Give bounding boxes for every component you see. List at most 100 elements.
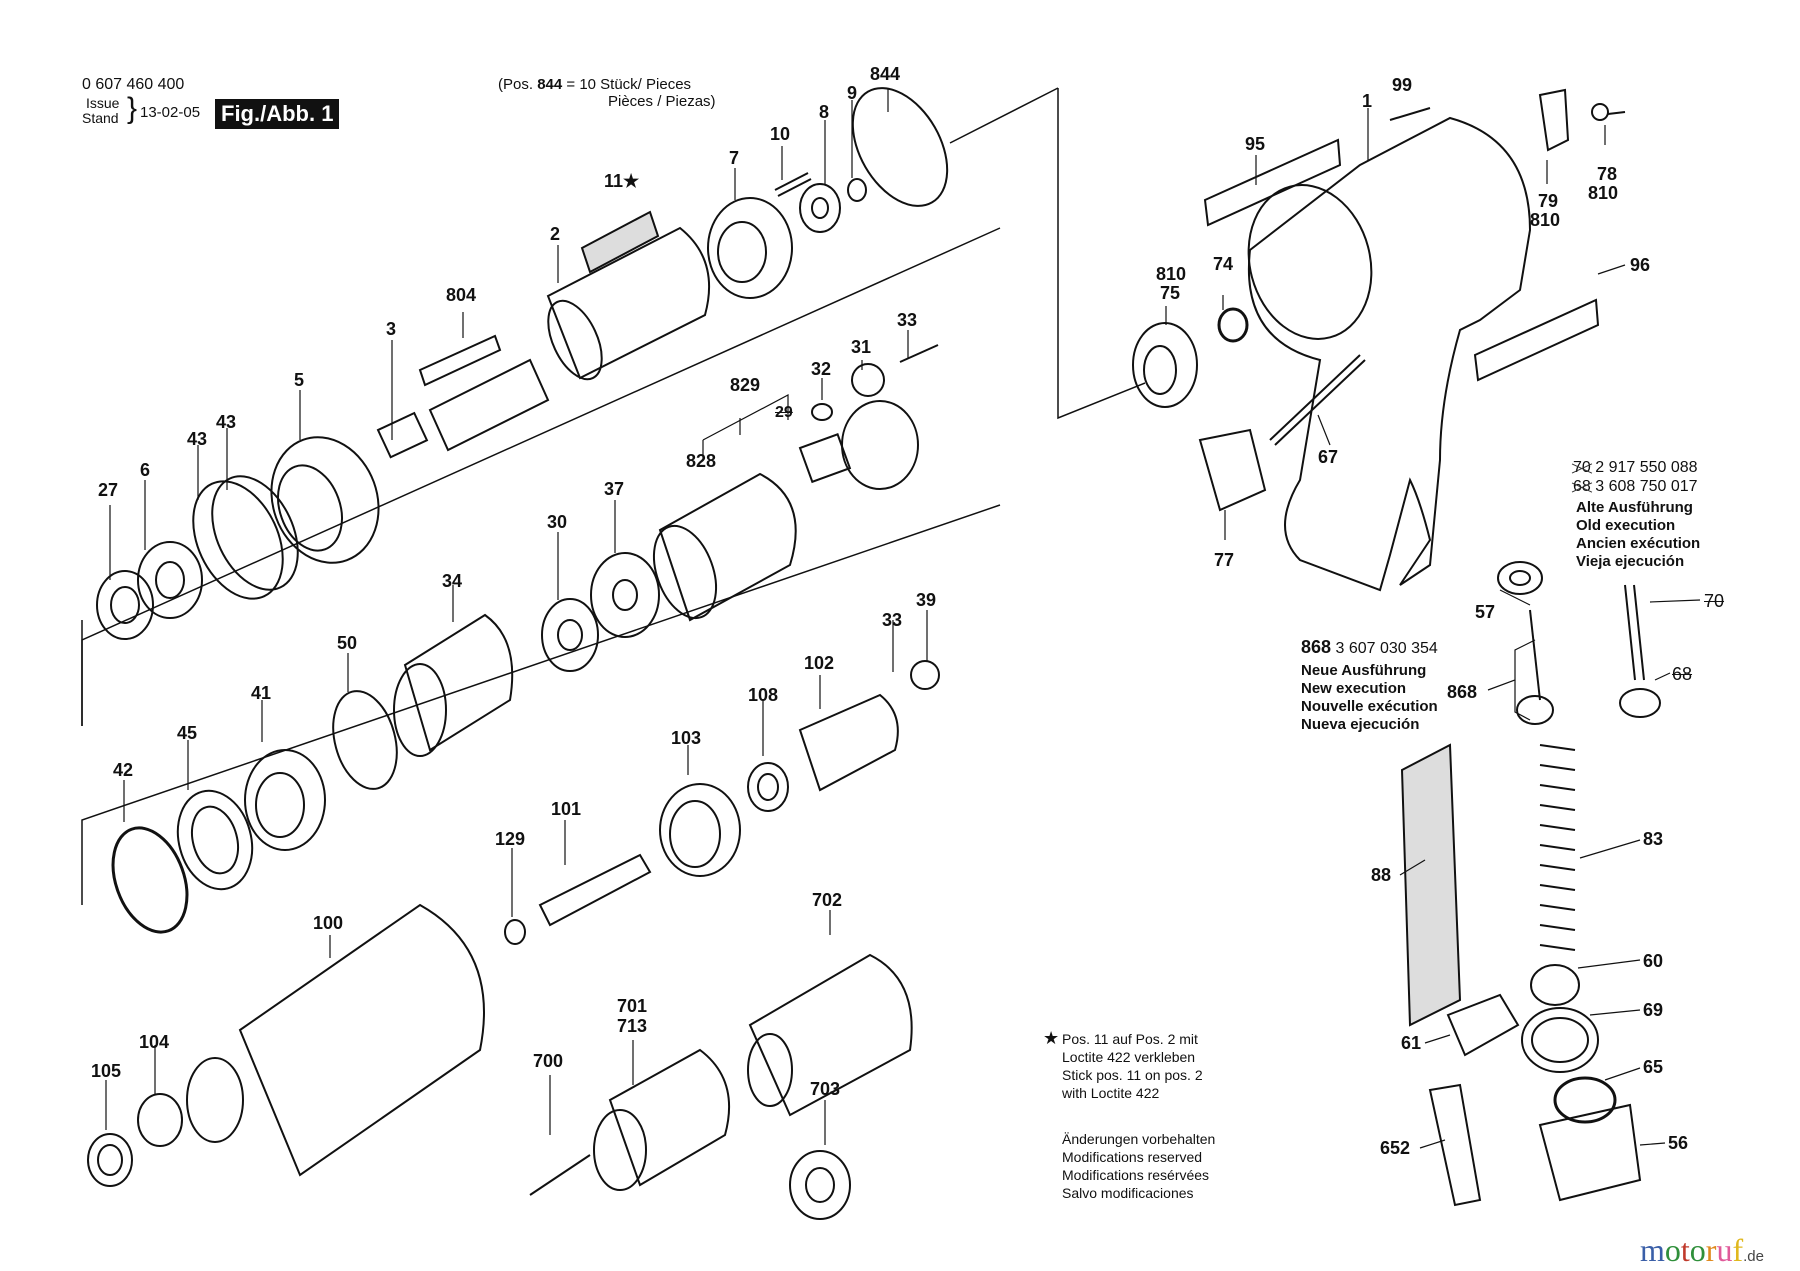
part-61-silencer <box>1446 993 1520 1057</box>
new-execution-text-fr: Nouvelle exécution <box>1301 698 1438 715</box>
new-execution-line1: 868 3 607 030 354 <box>1301 638 1438 657</box>
part-27-washer <box>96 570 154 640</box>
part-label: 75 <box>1160 283 1181 303</box>
part-104-bushing <box>137 1093 183 1147</box>
part-label: 11★ <box>604 171 640 191</box>
watermark-letter: o <box>1664 1232 1681 1268</box>
part-label: 33 <box>897 310 918 330</box>
part-77-trigger <box>1198 428 1267 512</box>
part-number: 0 607 460 400 <box>82 76 185 93</box>
part-60-strainer <box>1530 964 1580 1006</box>
modifications-note-line: Modifications resérvées <box>1062 1167 1210 1183</box>
part-label: 41 <box>251 683 272 703</box>
part-label: 33 <box>882 610 903 630</box>
part-50-ring <box>332 690 398 790</box>
part-33-pin <box>899 344 939 363</box>
part-label: 43 <box>187 429 208 449</box>
part-label: 3 <box>386 319 397 339</box>
part-828-ring-gear <box>652 472 797 622</box>
part-label: 10 <box>770 124 791 144</box>
stand-label: Stand <box>82 110 119 126</box>
part-label: 701 <box>617 996 648 1016</box>
part-label: 5 <box>294 370 305 390</box>
part-label: 61 <box>1401 1033 1422 1053</box>
part-88-filter <box>1400 743 1462 1027</box>
part-102-clutch <box>798 693 899 792</box>
part-label: 88 <box>1371 865 1392 885</box>
part-70-pin <box>1624 584 1645 681</box>
part-56-fitting <box>1538 1103 1642 1202</box>
part-label: 102 <box>804 653 835 673</box>
part-label: 810 <box>1156 264 1187 284</box>
part-68-valve <box>1619 688 1661 718</box>
pos-note-prefix: (Pos. <box>498 76 538 93</box>
old-execution-line2: 68 3 608 750 017 <box>1573 478 1698 495</box>
watermark-letter: o <box>1689 1232 1706 1268</box>
loctite-note-line: with Loctite 422 <box>1062 1085 1160 1101</box>
watermark-letter: u <box>1716 1232 1733 1268</box>
part-label: 129 <box>495 829 526 849</box>
part-label: 703 <box>810 1079 841 1099</box>
part-label: 810 <box>1588 183 1619 203</box>
old-execution-text-fr: Ancien exécution <box>1576 535 1701 552</box>
part-label: 32 <box>811 359 832 379</box>
part-74-oring <box>1217 307 1249 343</box>
part-701-chuck <box>593 1048 731 1191</box>
part-label: 39 <box>916 590 937 610</box>
part-31-gear <box>851 363 885 397</box>
part-label: 95 <box>1245 134 1266 154</box>
part-label: 27 <box>98 480 119 500</box>
part-100-housing <box>186 903 485 1177</box>
part-label: 844 <box>870 64 901 84</box>
new-execution-text-es: Nueva ejecución <box>1301 716 1420 733</box>
part-label: 60 <box>1643 951 1664 971</box>
frame-lines <box>81 87 1146 905</box>
part-label: 103 <box>671 728 702 748</box>
part-702-nose <box>747 953 913 1117</box>
part-label: 99 <box>1392 75 1413 95</box>
part-label: 96 <box>1630 255 1651 275</box>
part-label: 79 <box>1538 191 1559 211</box>
part-43-orings <box>192 475 299 600</box>
part-2-cylinder <box>546 226 711 381</box>
part-95-label <box>1203 138 1342 227</box>
leader-lines <box>105 88 1701 1149</box>
part-label: 1 <box>1362 91 1373 111</box>
part-39-gear <box>910 660 940 690</box>
part-label: 100 <box>313 913 344 933</box>
part-label: 2 <box>550 224 561 244</box>
part-37-washer <box>590 552 660 638</box>
pos-note-bold: 844 <box>537 76 563 93</box>
part-label: 700 <box>533 1051 564 1071</box>
part-10-pin <box>774 172 812 197</box>
pos-note: (Pos. 844 = 10 Stück/ Pieces <box>498 76 691 93</box>
part-96-label <box>1473 298 1600 382</box>
part-34-sleeve <box>393 613 514 757</box>
watermark-suffix: .de <box>1743 1248 1764 1265</box>
part-label: 810 <box>1530 210 1561 230</box>
part-105-ring <box>87 1133 133 1187</box>
part-30-washer <box>541 598 599 672</box>
part-1-housing <box>1247 116 1532 592</box>
brace: } <box>127 92 138 125</box>
part-label: 829 <box>730 375 761 395</box>
part-804-vane <box>418 334 502 387</box>
part-45-ring <box>176 789 254 891</box>
part-5-end-plate <box>270 436 380 564</box>
part-652-hose-nipple <box>1428 1083 1482 1207</box>
part-9-ring <box>847 178 867 202</box>
part-label: 105 <box>91 1061 122 1081</box>
part-83-spring <box>1539 744 1576 951</box>
part-8-bearing <box>799 183 841 233</box>
part-label: 37 <box>604 479 625 499</box>
watermark-letter: f <box>1732 1232 1744 1268</box>
part-label: 30 <box>547 512 568 532</box>
part-label: 42 <box>113 760 134 780</box>
part-label: 68 <box>1672 664 1693 684</box>
modifications-note-line: Salvo modificaciones <box>1062 1185 1194 1201</box>
part-label: 45 <box>177 723 198 743</box>
part-11-foam <box>580 210 660 274</box>
watermark-letter: m <box>1640 1232 1665 1268</box>
part-label: 78 <box>1597 164 1618 184</box>
